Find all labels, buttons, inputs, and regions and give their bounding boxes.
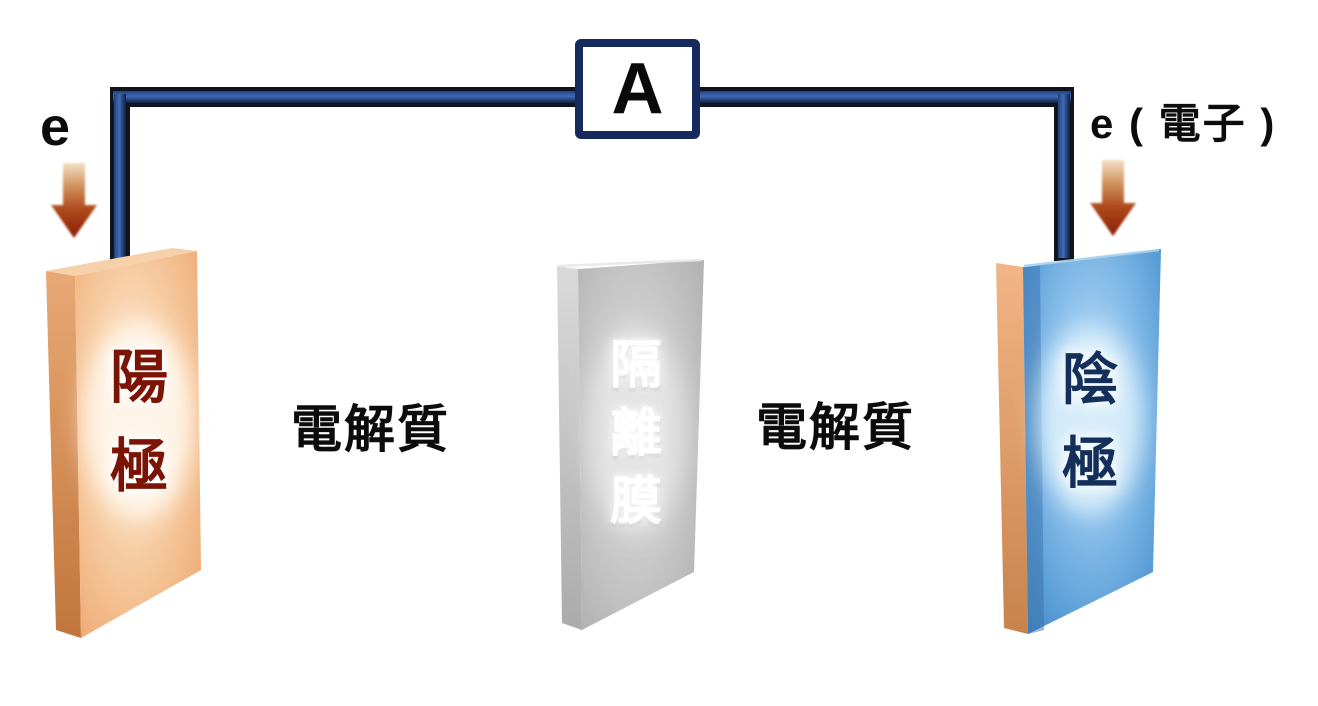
wire-right	[686, 87, 1074, 261]
electrolyte-label-right: 電解質	[756, 399, 916, 456]
cathode-side-face	[996, 263, 1028, 634]
electron-arrow-down-left-icon	[51, 163, 97, 238]
anode-text-glow	[84, 320, 194, 520]
anode-side-face	[46, 271, 81, 638]
cathode-label: 陰極	[1062, 348, 1118, 495]
separator-side-face	[557, 266, 582, 630]
electron-label-left: e	[40, 97, 71, 157]
cathode-front-edge-shade	[1023, 265, 1044, 634]
ammeter-box: A	[575, 39, 700, 139]
electron-label-right: e ( 電子 )	[1090, 100, 1277, 147]
wire-left	[110, 87, 590, 262]
anode-label: 陽極	[109, 345, 168, 499]
separator-label: 隔離膜	[609, 337, 662, 531]
anode-top-face	[46, 248, 197, 276]
separator-membrane	[557, 258, 704, 630]
anode-electrode	[46, 248, 201, 638]
electron-arrow-down-right-icon	[1090, 160, 1136, 236]
cathode-electrode	[996, 248, 1161, 634]
ammeter-label: A	[611, 49, 664, 129]
electrolyte-label-left: 電解質	[291, 401, 451, 458]
cathode-text-glow	[1038, 325, 1142, 515]
separator-text-glow	[588, 325, 684, 535]
